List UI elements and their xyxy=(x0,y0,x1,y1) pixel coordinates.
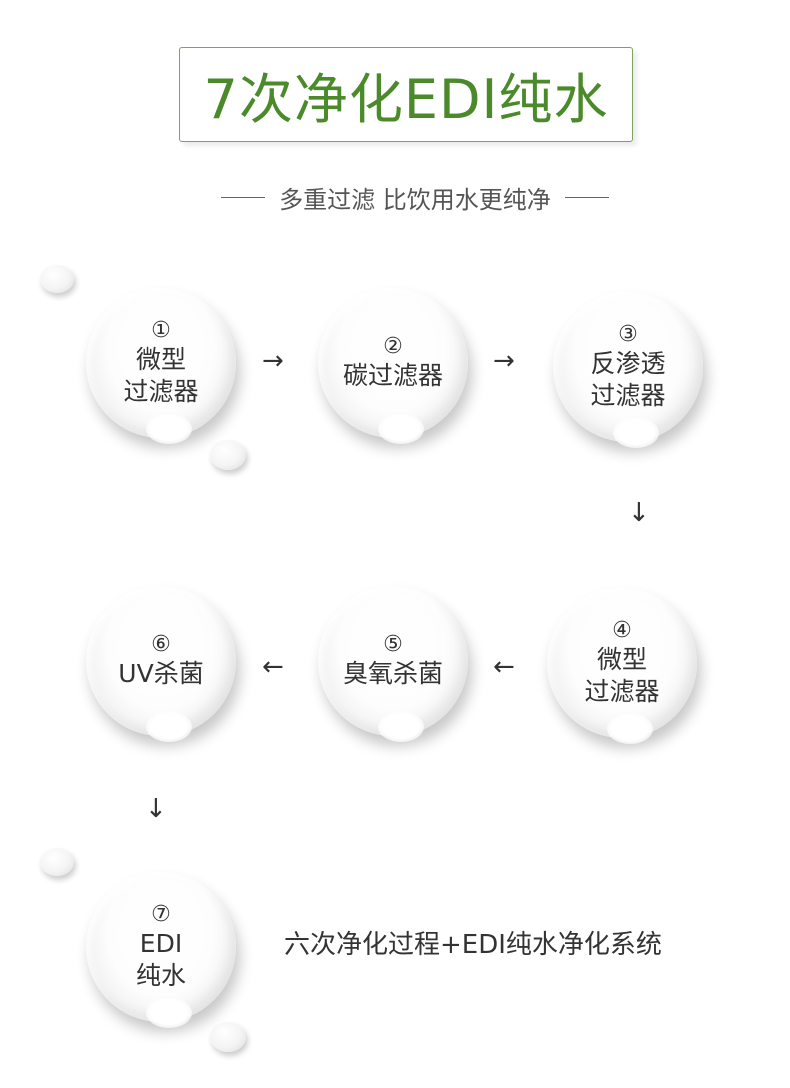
step-label: 微型 xyxy=(596,645,647,674)
step-number: ⑦ xyxy=(151,902,171,927)
step-label: 碳过滤器 xyxy=(342,361,443,390)
droplet-decoration xyxy=(40,265,74,293)
step-number: ① xyxy=(151,318,171,343)
left-arrow: ← xyxy=(262,652,284,682)
down-arrow: ↓ xyxy=(628,498,650,528)
right-arrow: → xyxy=(262,346,284,376)
step-label: EDI xyxy=(139,929,183,958)
step-number: ⑥ xyxy=(151,632,171,657)
system-description: 六次净化过程+EDI纯水净化系统 xyxy=(284,930,662,960)
step-4-drop: ④ 微型 过滤器 xyxy=(547,588,697,744)
step-number: ④ xyxy=(612,618,632,643)
step-6-drop: ⑥ UV杀菌 xyxy=(86,586,236,742)
step-label: 过滤器 xyxy=(584,677,660,706)
left-arrow: ← xyxy=(493,652,515,682)
subtitle-line-right xyxy=(564,196,609,198)
droplet-decoration xyxy=(210,440,246,470)
step-1-drop: ① 微型 过滤器 xyxy=(86,288,236,444)
step-label: 臭氧杀菌 xyxy=(342,659,443,688)
step-7-drop: ⑦ EDI 纯水 xyxy=(86,872,236,1028)
step-3-drop: ③ 反渗透 过滤器 xyxy=(553,292,703,448)
step-label: 过滤器 xyxy=(123,377,199,406)
step-number: ③ xyxy=(618,322,638,347)
step-label: 纯水 xyxy=(135,961,186,990)
step-5-drop: ⑤ 臭氧杀菌 xyxy=(318,586,468,742)
step-label: 微型 xyxy=(135,345,186,374)
title-box: 7次净化EDI纯水 xyxy=(179,47,633,142)
step-label: 过滤器 xyxy=(590,381,666,410)
step-2-drop: ② 碳过滤器 xyxy=(318,288,468,444)
subtitle-line-left xyxy=(221,196,266,198)
subtitle: 多重过滤 比饮用水更纯净 xyxy=(185,180,645,214)
step-label: 反渗透 xyxy=(590,349,666,378)
step-number: ② xyxy=(383,334,403,359)
subtitle-text: 多重过滤 比饮用水更纯净 xyxy=(279,185,551,214)
right-arrow: → xyxy=(493,346,515,376)
step-label: UV杀菌 xyxy=(118,659,204,688)
page-title: 7次净化EDI纯水 xyxy=(203,68,609,131)
down-arrow: ↓ xyxy=(145,794,167,824)
droplet-decoration xyxy=(40,848,74,876)
step-number: ⑤ xyxy=(383,632,403,657)
droplet-decoration xyxy=(210,1022,246,1052)
